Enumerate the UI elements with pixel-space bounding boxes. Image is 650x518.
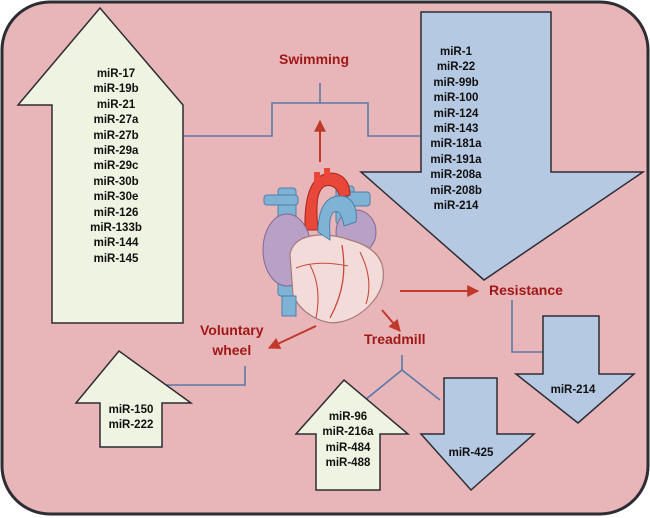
mirna-item: miR-22: [436, 61, 476, 74]
mirna-item: miR-96: [328, 411, 368, 423]
mirna-item: miR-208b: [430, 184, 482, 197]
mirna-item: miR-214: [550, 384, 596, 396]
mirna-item: miR-27a: [93, 114, 139, 127]
red-arrows: [267, 119, 480, 349]
mirna-item: miR-425: [448, 447, 494, 459]
label-voluntary: Voluntary wheel: [200, 320, 264, 360]
swimming-up-list: miR-17 miR-19b miR-21 miR-27a miR-27b miR-29a…: [82, 67, 150, 267]
mirna-item: miR-484: [325, 441, 371, 454]
mirna-item: miR-150: [108, 404, 154, 416]
mirna-item: miR-27b: [93, 129, 139, 142]
arrow-to-treadmill: [381, 309, 401, 332]
voluntary-up-arrow: [74, 349, 194, 448]
treadmill-down-list: miR-425: [446, 446, 496, 461]
mirna-item: miR-488: [325, 457, 371, 470]
resistance-connector-line: [511, 300, 544, 353]
resistance-down-list: miR-214: [548, 383, 598, 398]
mirna-item: miR-144: [93, 237, 139, 250]
arrow-to-voluntary: [267, 325, 317, 349]
mirna-item: miR-126: [93, 206, 139, 219]
label-swimming: Swimming: [279, 51, 350, 67]
connector-lines: [152, 83, 544, 401]
mirna-item: miR-181a: [430, 138, 482, 151]
mirna-item: miR-208a: [430, 169, 482, 182]
mirna-item: miR-1: [440, 46, 472, 58]
mirna-item: miR-21: [96, 98, 136, 111]
voluntary-connector-line: [152, 366, 246, 386]
treadmill-connector-line: [364, 355, 441, 401]
mirna-item: miR-99b: [433, 76, 479, 89]
mirna-item: miR-214: [433, 200, 479, 213]
swimming-up-arrow: [16, 6, 184, 324]
swimming-down-arrow: [359, 11, 646, 281]
voluntary-up-list: miR-150 miR-222: [101, 403, 161, 434]
mirna-item: miR-29c: [93, 160, 139, 173]
label-voluntary-line1: Voluntary: [200, 322, 264, 338]
mirna-item: miR-124: [433, 107, 479, 120]
mirna-item: miR-30e: [93, 191, 139, 204]
mirna-item: miR-191a: [430, 153, 482, 166]
mirna-item: miR-30b: [93, 175, 139, 188]
treadmill-down-arrow: [419, 377, 536, 492]
mirna-item: miR-222: [108, 419, 154, 432]
label-voluntary-line2: wheel: [212, 342, 252, 358]
resistance-down-arrow: [513, 315, 636, 424]
label-resistance: Resistance: [489, 282, 563, 298]
label-treadmill: Treadmill: [364, 331, 426, 347]
mirna-item: miR-143: [433, 123, 479, 136]
mirna-item: miR-17: [96, 68, 136, 80]
mirna-item: miR-29a: [93, 145, 139, 158]
mirna-item: miR-145: [93, 252, 139, 265]
mirna-item: miR-100: [433, 92, 479, 105]
mirna-item: miR-216a: [322, 426, 374, 439]
mirna-item: miR-19b: [93, 83, 139, 96]
treadmill-up-list: miR-96 miR-216a miR-484 miR-488: [317, 410, 379, 472]
heart-illustration: [262, 168, 384, 324]
swimming-down-list: miR-1 miR-22 miR-99b miR-100 miR-124 miR-143 m…: [421, 45, 491, 214]
treadmill-up-arrow: [294, 378, 411, 491]
mirna-item: miR-133b: [90, 222, 142, 235]
